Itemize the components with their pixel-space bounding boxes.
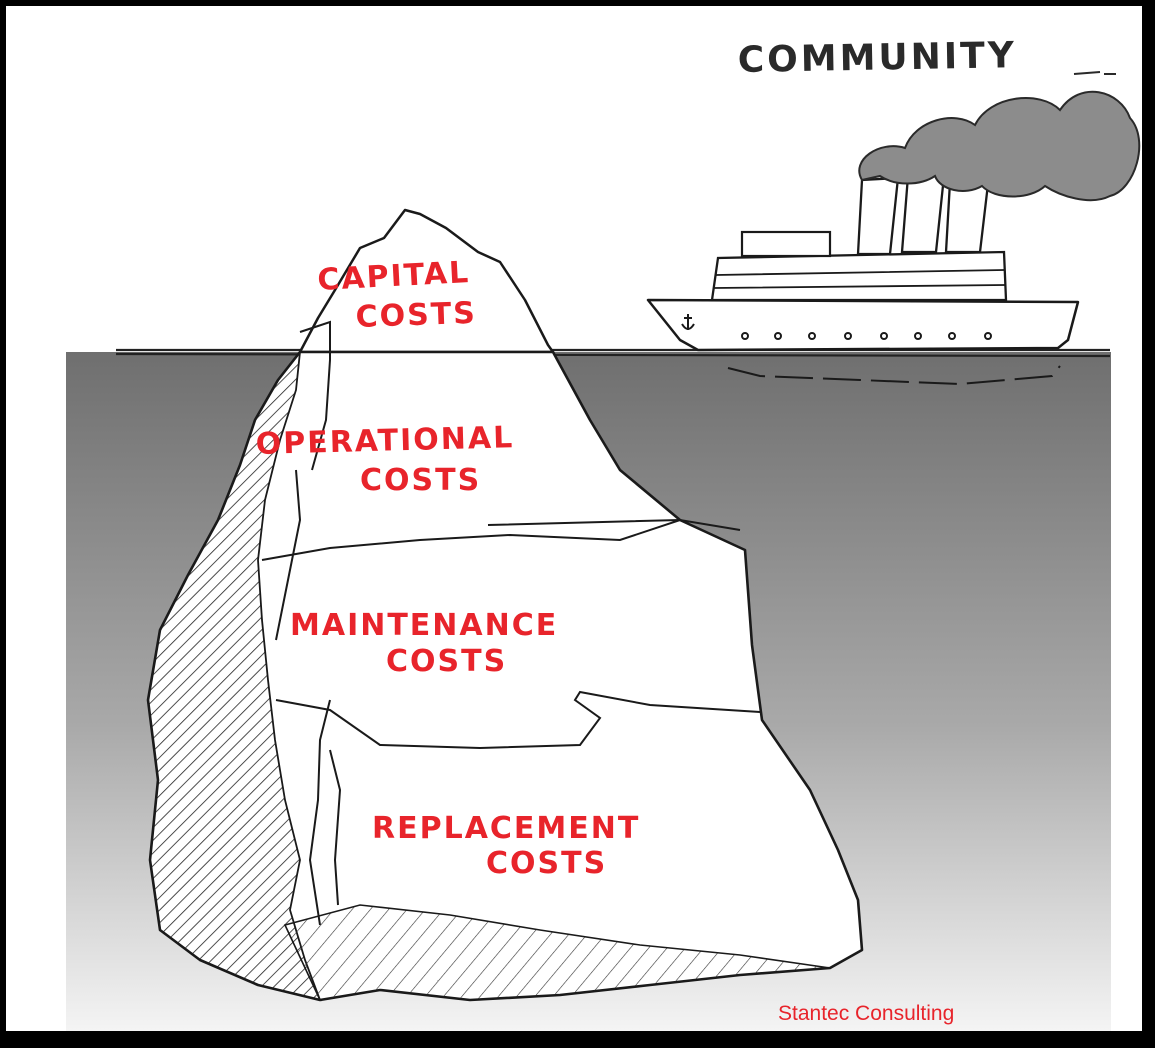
layer-replacement-line2: COSTS <box>486 846 607 881</box>
ship-deck-lines <box>713 269 1006 289</box>
credit-text: Stantec Consulting <box>778 1002 954 1025</box>
layer-operational: OPERATIONAL COSTS <box>255 420 514 498</box>
iceberg-crack-lines <box>261 320 761 926</box>
iceberg-shadow-left <box>147 348 322 1002</box>
ship-smoke <box>858 90 1141 202</box>
layer-maintenance: MAINTENANCE COSTS <box>290 608 558 679</box>
layer-capital: CAPITAL COSTS <box>317 255 478 335</box>
ship-bridge <box>740 230 832 258</box>
layer-replacement-line1: REPLACEMENT <box>372 811 640 846</box>
layer-operational-line2: COSTS <box>360 463 481 498</box>
ship-funnel-1 <box>856 176 900 256</box>
layer-maintenance-line2: COSTS <box>386 644 507 679</box>
layer-capital-line2: COSTS <box>355 296 477 335</box>
anchor-icon <box>681 314 695 330</box>
ship-funnel-3 <box>944 180 990 254</box>
layer-replacement: REPLACEMENT COSTS <box>372 811 640 881</box>
layer-capital-line1: CAPITAL <box>317 255 471 298</box>
ship-portholes <box>741 332 992 340</box>
ship-hull <box>646 298 1080 352</box>
water-surface-line <box>115 348 1111 358</box>
ship-funnel-2 <box>900 174 946 254</box>
community-label: COMMUNITY <box>737 35 1017 81</box>
layer-maintenance-line1: MAINTENANCE <box>290 608 558 643</box>
iceberg-tip <box>298 208 555 354</box>
layer-operational-line1: OPERATIONAL <box>255 420 514 462</box>
iceberg-shadow-base <box>283 904 831 1001</box>
ship-reflection <box>727 365 1061 386</box>
ship-deck <box>710 250 1008 302</box>
community-underline <box>1073 71 1116 75</box>
